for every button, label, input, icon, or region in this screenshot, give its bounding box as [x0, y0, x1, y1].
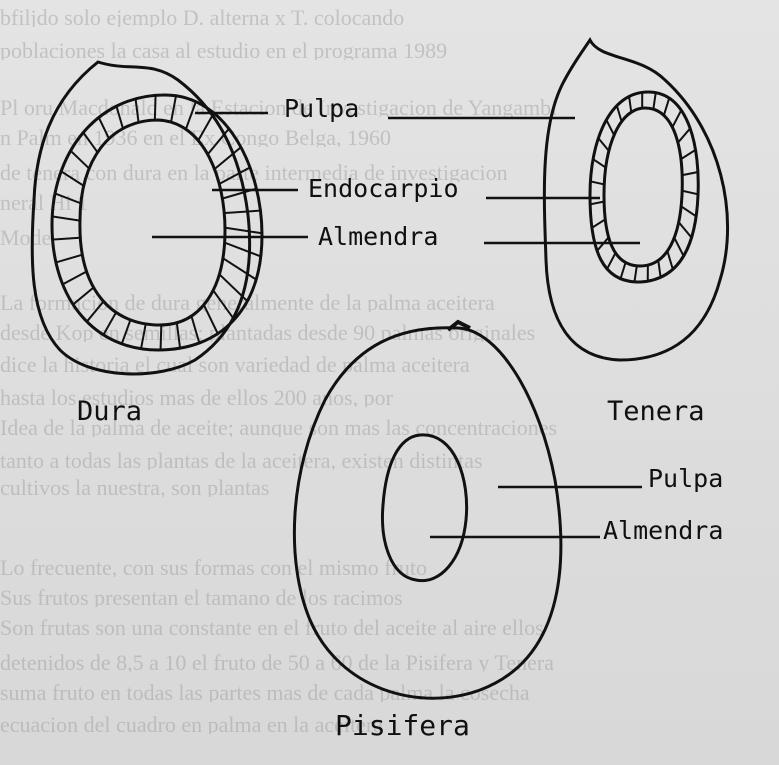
tenera-hatch-stroke: [580, 198, 621, 206]
tenera-hatch-stroke: [667, 143, 706, 168]
pisifera-outer-outline: [294, 328, 560, 698]
label-endocarpio: Endocarpio: [308, 176, 459, 201]
dura-hatch-stroke: [27, 236, 110, 242]
dura-hatch-stroke: [31, 246, 111, 269]
dura-hatch-stroke: [41, 256, 116, 296]
tenera-hatch-stroke: [669, 198, 708, 224]
caption-pisifera: Pisifera: [335, 712, 470, 740]
tenera-hatch-stroke: [582, 152, 621, 178]
dura-kernel: [80, 120, 225, 325]
tenera-hatch-stroke: [669, 170, 710, 178]
dura-hatch-stroke: [112, 281, 145, 371]
tenera-hatch-stroke: [599, 106, 626, 160]
dura-hatch-stroke: [163, 71, 181, 166]
dura-hatch-stroke: [153, 69, 156, 167]
tenera-hatch-stroke: [579, 179, 620, 188]
dura-hatch-stroke: [160, 283, 163, 381]
dura-hatch-stroke: [135, 283, 153, 378]
dura-hatch-stroke: [31, 184, 110, 214]
caption-tenera: Tenera: [607, 398, 705, 425]
label-pulpa-pisifera: Pulpa: [648, 466, 723, 491]
dura-hatch-stroke: [39, 157, 112, 204]
label-almendra-dura: Almendra: [318, 224, 438, 249]
dura-hatch-stroke: [207, 236, 286, 266]
pisifera-kernel: [382, 435, 466, 581]
dura-hatch-stroke: [87, 93, 128, 178]
label-almendra-pisifera: Almendra: [603, 518, 723, 543]
dura-hatch-stroke: [26, 213, 108, 225]
caption-dura: Dura: [77, 398, 142, 425]
dura-hatch-stroke: [109, 80, 136, 172]
dura-hatch-stroke: [172, 281, 184, 378]
tenera-hatch-stroke: [670, 188, 711, 197]
label-pulpa-dura: Pulpa: [284, 96, 359, 121]
tenera-outer-outline: [544, 40, 727, 360]
